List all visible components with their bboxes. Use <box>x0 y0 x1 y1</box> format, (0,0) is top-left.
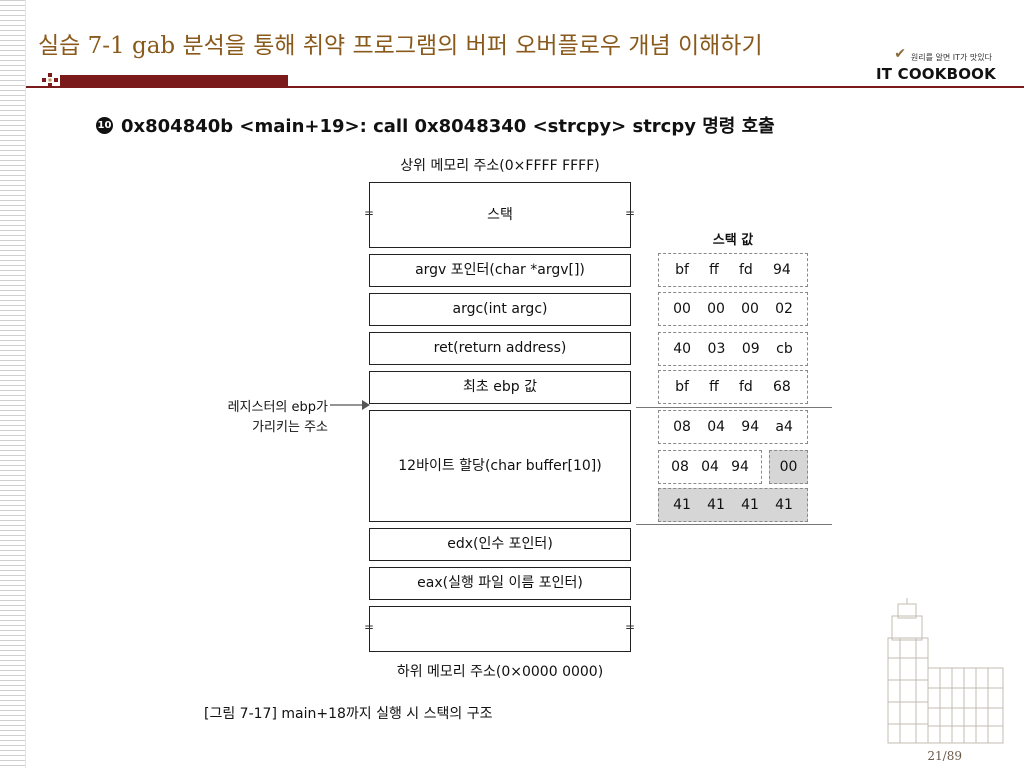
stack-byte: bf <box>675 379 689 395</box>
stack-byte: a4 <box>775 419 793 435</box>
ebp-register-label: 레지스터의 ebp가 가리키는 주소 <box>203 398 328 437</box>
stack-byte: 08 <box>673 419 691 435</box>
stack-byte: bf <box>675 262 689 278</box>
stack-byte: 00 <box>673 301 691 317</box>
stack-box-label: eax(실행 파일 이름 포인터) <box>417 575 583 592</box>
stack-box-label: 12바이트 할당 <box>398 457 485 474</box>
ebp-label-line1: 레지스터의 ebp가 <box>227 400 328 415</box>
break-mark-icon: = <box>364 620 375 634</box>
stack-box <box>369 606 631 652</box>
stack-byte: 00 <box>707 301 725 317</box>
stack-value-row: bf ff fd 68 <box>658 370 808 404</box>
slide-title: 실습 7-1 gab 분석을 통해 취약 프로그램의 버퍼 오버플로우 개념 이… <box>38 33 763 59</box>
stack-byte: 04 <box>701 459 719 475</box>
diamond-bullet-icon <box>42 73 58 87</box>
stack-byte: ff <box>709 379 719 395</box>
stack-box: argc(int argc) <box>369 293 631 326</box>
stack-box: argv 포인터(char *argv[]) <box>369 254 631 287</box>
page-number: 21/89 <box>927 749 962 763</box>
left-stripe-decoration <box>0 0 26 768</box>
stack-box: ret(return address) <box>369 332 631 365</box>
break-mark-icon: = <box>625 620 636 634</box>
stack-byte: 08 <box>671 459 689 475</box>
stack-byte: 41 <box>741 497 759 513</box>
logo-text: IT COOKBOOK <box>876 65 996 83</box>
stack-byte: 94 <box>741 419 760 435</box>
instruction-line: 10 0x804840b <main+19>: call 0x8048340 <… <box>96 112 775 138</box>
break-mark-icon: = <box>625 206 636 220</box>
university-building-watermark-icon <box>887 598 1004 744</box>
stack-byte: 03 <box>707 341 726 357</box>
lower-memory-label: 하위 메모리 주소(0×0000 0000) <box>396 664 604 680</box>
stack-byte: 04 <box>707 419 726 435</box>
separator-line-bottom <box>636 524 832 525</box>
stack-box-label: 최초 ebp 값 <box>463 379 537 396</box>
stack-byte: 68 <box>773 379 791 395</box>
stack-value-row: 00 <box>769 450 808 484</box>
upper-memory-label: 상위 메모리 주소(0×FFFF FFFF) <box>400 158 600 174</box>
step-number-badge: 10 <box>96 116 113 134</box>
stack-box-label: 스택 <box>487 206 513 223</box>
stack-box: 스택 <box>369 182 631 248</box>
stack-byte: 41 <box>775 497 793 513</box>
stack-byte: 09 <box>741 341 760 357</box>
stack-value-row: 40 03 09 cb <box>658 332 808 366</box>
stack-box-label: edx(인수 포인터) <box>447 536 553 553</box>
stack-box-label: argc(int argc) <box>452 301 548 318</box>
stack-box-label: argv 포인터(char *argv[]) <box>415 262 585 279</box>
stack-byte: 94 <box>731 459 749 475</box>
stack-box: 최초 ebp 값 <box>369 371 631 404</box>
break-mark-icon: = <box>364 206 375 220</box>
stack-byte: 02 <box>775 301 793 317</box>
stack-value-row: 08 04 94 a4 <box>658 410 808 444</box>
stack-value-row: 08 04 94 <box>658 450 762 484</box>
stack-byte: fd <box>738 262 753 278</box>
stack-byte: 00 <box>741 301 759 317</box>
stack-value-row: 00 00 00 02 <box>658 292 808 326</box>
stack-box: eax(실행 파일 이름 포인터) <box>369 567 631 600</box>
checkmark-icon: ✔ <box>894 46 906 62</box>
stack-byte: 94 <box>773 262 791 278</box>
ebp-label-line2: 가리키는 주소 <box>252 419 328 435</box>
stack-byte: fd <box>738 379 753 395</box>
ebp-pointer-arrow-icon <box>330 400 370 410</box>
stack-value-row: bf ff fd 94 <box>658 253 808 287</box>
stack-box-label: ret(return address) <box>433 340 567 357</box>
it-cookbook-logo: ✔ 원리를 알면 IT가 맛있다 IT COOKBOOK <box>862 46 998 86</box>
stack-values-title: 스택 값 <box>712 233 754 248</box>
title-divider <box>26 86 1024 88</box>
stack-byte: 00 <box>779 459 798 475</box>
stack-box: 12바이트 할당(char buffer[10]) <box>369 410 631 522</box>
stack-byte: 41 <box>673 497 691 513</box>
stack-box: edx(인수 포인터) <box>369 528 631 561</box>
stack-byte: 40 <box>673 341 692 357</box>
title-accent-bar <box>60 75 288 87</box>
stack-value-row: 41 41 41 41 <box>658 488 808 522</box>
stack-byte: cb <box>776 341 793 357</box>
separator-line-top <box>636 407 832 408</box>
figure-caption: [그림 7-17] main+18까지 실행 시 스택의 구조 <box>204 706 493 722</box>
stack-box-label: (char buffer[10]) <box>484 457 602 474</box>
instruction-text: 0x804840b <main+19>: call 0x8048340 <str… <box>121 116 775 137</box>
stack-byte: ff <box>709 262 719 278</box>
logo-tagline: 원리를 알면 IT가 맛있다 <box>910 53 992 62</box>
stack-byte: 41 <box>707 497 725 513</box>
